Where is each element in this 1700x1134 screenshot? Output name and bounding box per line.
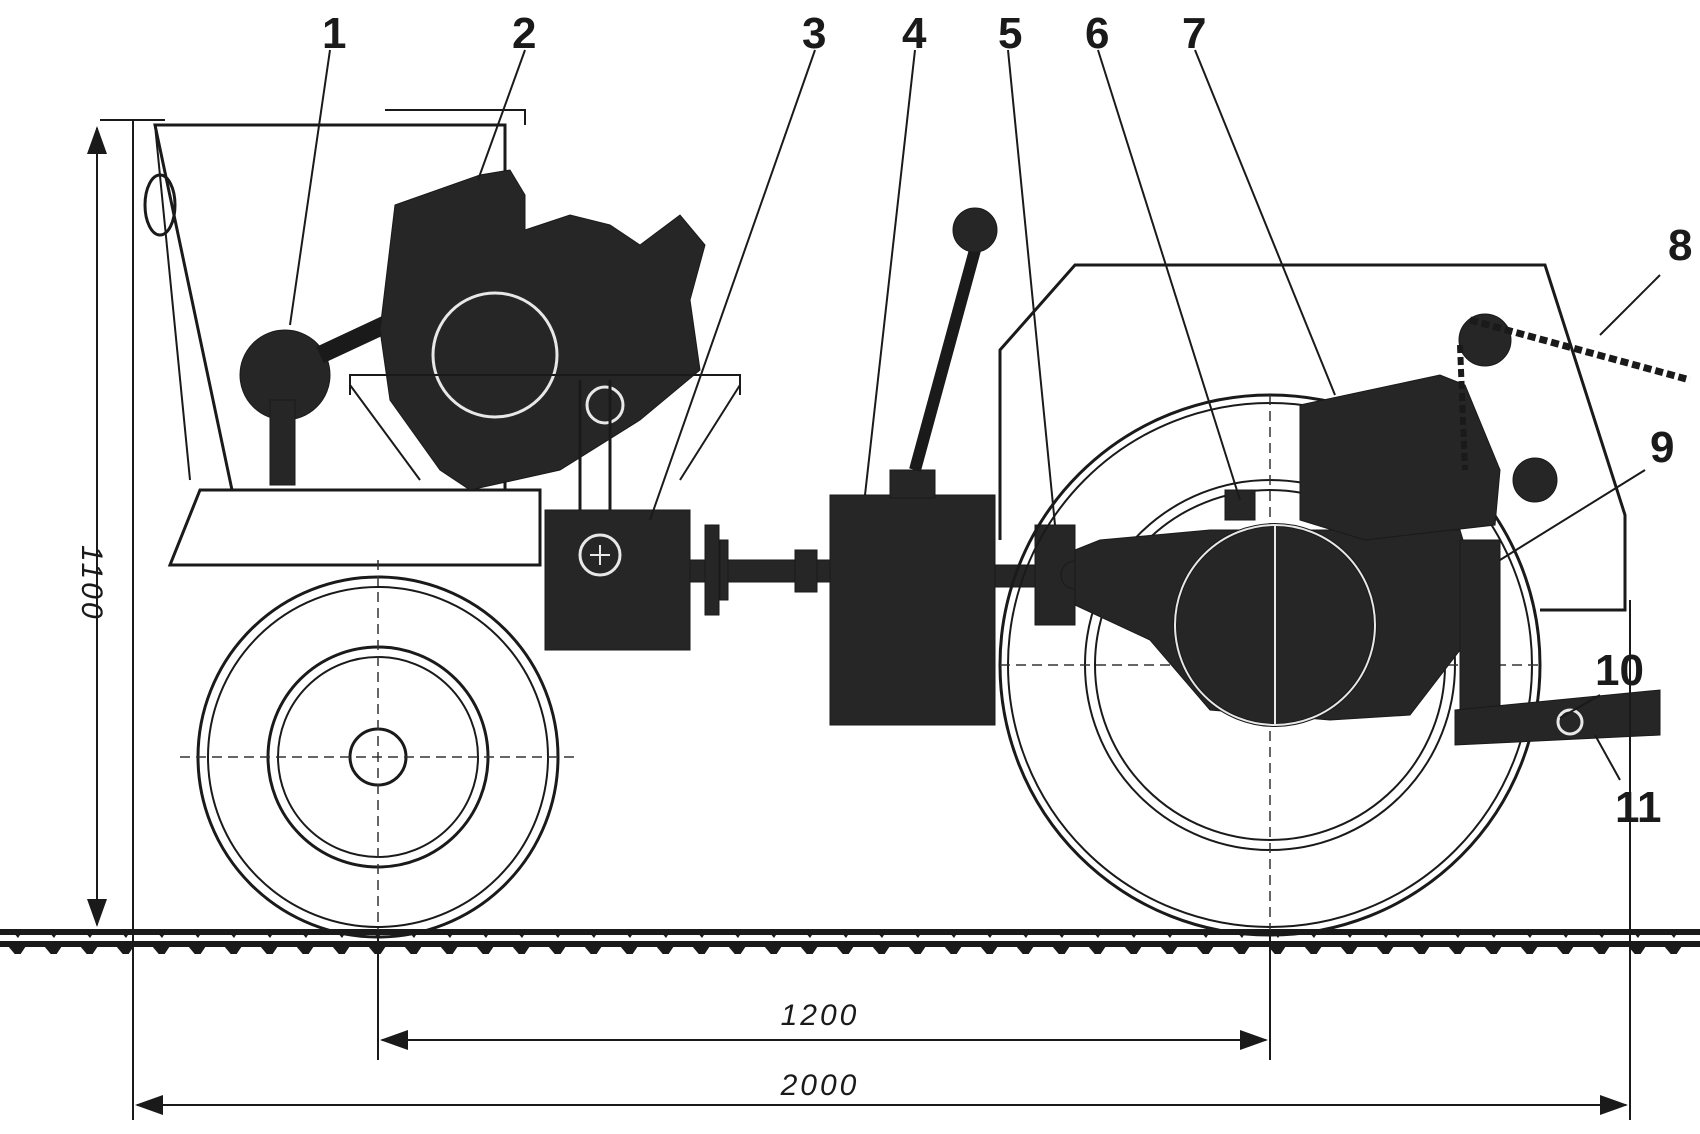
dimension-length-label: 2000	[780, 1069, 860, 1102]
callout-3: 3	[802, 9, 826, 58]
callout-labels: 1 2 3 4 5 6 7 8 9 10 11	[322, 9, 1692, 832]
callout-4: 4	[902, 9, 927, 58]
callout-8: 8	[1668, 221, 1692, 270]
callout-7: 7	[1182, 9, 1206, 58]
callout-10: 10	[1595, 646, 1644, 695]
front-wheel	[180, 560, 580, 939]
leader-lines	[289, 49, 1661, 781]
dimension-extension-lines	[132, 120, 1631, 1120]
dimension-length: 2000	[135, 1069, 1628, 1115]
dimension-height-label: 1100	[75, 545, 108, 622]
dimension-wheelbase: 1200	[380, 999, 1268, 1050]
callout-11: 11	[1615, 783, 1662, 832]
final-drive	[1074, 489, 1476, 727]
dimension-wheelbase-label: 1200	[781, 999, 860, 1032]
gearbox	[829, 207, 998, 726]
callout-6: 6	[1085, 9, 1109, 58]
dimension-height: 1100	[75, 119, 165, 927]
ground-line	[0, 929, 1700, 954]
reducer-box	[544, 509, 691, 651]
callout-2: 2	[512, 9, 536, 58]
callout-5: 5	[998, 9, 1022, 58]
chain-case	[1299, 374, 1558, 541]
callout-1: 1	[322, 9, 346, 58]
engine-block	[349, 169, 741, 491]
chain-drive	[1457, 313, 1691, 471]
hitch-bracket	[1459, 539, 1501, 741]
drive-shaft	[689, 524, 831, 616]
callout-9: 9	[1650, 423, 1674, 472]
towbar	[1454, 689, 1661, 746]
rear-fender	[998, 263, 1627, 612]
chassis-frame	[167, 488, 542, 567]
drive-belt	[578, 380, 612, 530]
